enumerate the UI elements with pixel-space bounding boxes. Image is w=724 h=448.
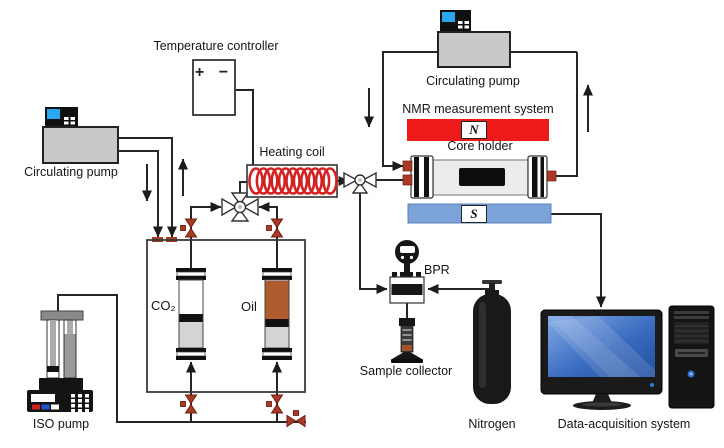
nitrogen-label: Nitrogen bbox=[468, 417, 516, 431]
computer-tower-icon bbox=[668, 305, 715, 409]
drain-valve-icon bbox=[286, 410, 306, 427]
core-holder-lower-port bbox=[402, 174, 413, 186]
monitor-power-led bbox=[650, 383, 654, 387]
oil-accumulator-icon bbox=[261, 267, 293, 361]
temp-controller-symbols: + − bbox=[194, 64, 234, 81]
core-sample bbox=[459, 168, 505, 186]
collected-oil bbox=[402, 345, 412, 351]
circulating-pump-right-icon bbox=[437, 10, 511, 68]
data-acquisition-label: Data-acquisition system bbox=[557, 417, 691, 431]
heating-coil-label: Heating coil bbox=[259, 145, 325, 159]
three-way-valve-icon bbox=[343, 171, 377, 194]
sample-collector-label: Sample collector bbox=[359, 364, 453, 378]
bpr-icon bbox=[389, 240, 425, 304]
heating-coil-icon bbox=[246, 164, 338, 198]
temperature-controller-icon bbox=[192, 59, 236, 116]
core-holder-upper-port bbox=[402, 160, 413, 172]
circulating-pump-right-label: Circulating pump bbox=[426, 74, 520, 88]
monitor-icon bbox=[540, 309, 663, 410]
oil-bottom-valve-icon bbox=[266, 394, 283, 414]
co2-inlet-valve-icon bbox=[180, 218, 197, 238]
iso-pump-keypad bbox=[71, 394, 89, 413]
co2-bottom-valve-icon bbox=[180, 394, 197, 414]
nitrogen-cylinder-icon bbox=[473, 280, 511, 404]
oil-label: Oil bbox=[241, 299, 257, 314]
co2-label: CO₂ bbox=[151, 298, 176, 313]
iso-pump-white-button bbox=[51, 404, 59, 410]
circulating-pump-left-icon bbox=[42, 107, 119, 164]
nmr-system-label: NMR measurement system bbox=[402, 102, 554, 116]
core-holder-outlet-port bbox=[546, 170, 557, 182]
circulating-pump-left-label: Circulating pump bbox=[24, 165, 118, 179]
iso-pump-red-button bbox=[32, 404, 40, 410]
temperature-controller-label: Temperature controller bbox=[153, 39, 279, 53]
bpr-label: BPR bbox=[424, 263, 450, 277]
iso-pump-blue-button bbox=[41, 404, 50, 410]
air-bath-box bbox=[146, 239, 306, 393]
iso-pump-icon bbox=[27, 310, 93, 413]
south-magnet-label: S bbox=[461, 205, 487, 223]
core-holder-icon bbox=[402, 155, 557, 199]
core-holder-label: Core holder bbox=[447, 139, 513, 153]
sample-collector-icon bbox=[391, 318, 423, 363]
oil-inlet-valve-icon bbox=[266, 218, 283, 238]
co2-accumulator-icon bbox=[175, 267, 207, 361]
iso-pump-label: ISO pump bbox=[32, 417, 90, 431]
four-way-valve-icon bbox=[221, 192, 259, 222]
north-magnet-label: N bbox=[461, 121, 487, 139]
